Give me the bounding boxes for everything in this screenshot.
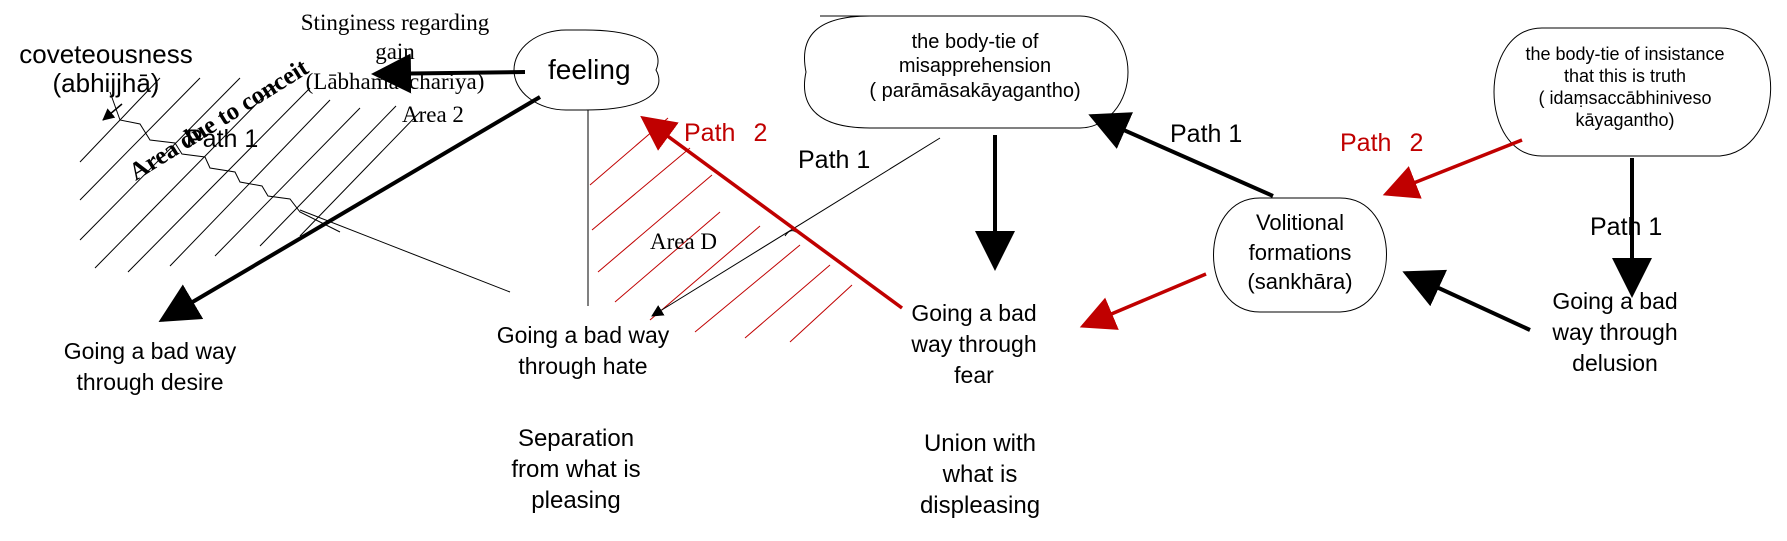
covetousness-label: coveteousness (abhijjhā) — [16, 40, 196, 97]
union-line-2: what is — [942, 461, 1018, 489]
right-path-1-label: Path 1 — [1170, 120, 1243, 148]
arrow-to-covetousness — [102, 103, 123, 121]
conceit-boundary-line — [299, 209, 511, 293]
arrow-fear-to-feeling — [640, 115, 904, 310]
arrow-delusion-to-volitional — [1402, 269, 1531, 332]
delusion-line-2: way through — [1552, 319, 1678, 346]
delusion-path-1-label: Path 1 — [1590, 213, 1663, 241]
area-d-notch — [784, 230, 797, 237]
insistance-line-4: kāyagantho) — [1575, 109, 1675, 130]
hate-line-1: Going a bad way — [496, 322, 670, 348]
volitional-line-2: formations — [1248, 239, 1352, 265]
stinginess-line-3: (Lābhamacchariya) — [305, 68, 485, 94]
misapprehension-node — [804, 15, 1129, 129]
fear-line-3: fear — [954, 362, 994, 389]
insistance-line-3: ( idaṃsaccābhiniveso — [1538, 87, 1712, 108]
insistance-node-text: the body-tie of insistance that this is … — [1500, 44, 1750, 132]
delusion-line-3: delusion — [1572, 350, 1658, 377]
area-d-label: Area D — [650, 229, 718, 254]
union-line-1: Union with — [923, 430, 1037, 457]
path-2-number-right: 2 — [1409, 129, 1424, 157]
path-2-volitional-label: Path 2 — [1340, 128, 1423, 159]
insistance-line-2: that this is truth — [1563, 65, 1687, 86]
separation-line-1: Separation — [517, 425, 635, 452]
arrow-insistance-to-volitional — [1382, 138, 1523, 199]
hate-line-2: through hate — [518, 352, 648, 379]
feeling-node — [513, 29, 660, 111]
misapprehension-line-1: the body-tie of — [911, 31, 1039, 53]
stinginess-line-1: Stinginess regarding — [300, 10, 490, 35]
insistance-node — [1493, 27, 1772, 157]
fear-label: Going a bad way through fear — [884, 298, 1064, 391]
path-2-word: Path — [684, 119, 736, 147]
fear-line-1: Going a bad — [911, 300, 1037, 326]
union-label: Union with what is displeasing — [888, 428, 1072, 522]
path-2-word-right: Path — [1340, 129, 1392, 157]
stinginess-line-2: gain — [375, 39, 415, 65]
desire-line-1: Going a bad way — [63, 338, 237, 364]
misapprehension-line-2: misapprehension — [898, 55, 1052, 78]
middle-path-1-label: Path 1 — [798, 146, 871, 174]
covetousness-line-1: coveteousness — [19, 39, 193, 69]
misapprehension-node-text: the body-tie of misapprehension ( parāmā… — [840, 30, 1110, 103]
volitional-node-text: Volitional formations (sankhāra) — [1225, 208, 1375, 297]
path1-hate-arrow — [651, 137, 941, 317]
arrow-volitional-to-fear — [1079, 272, 1207, 330]
delusion-line-1: Going a bad — [1552, 288, 1678, 314]
conceit-area-boundary — [109, 91, 341, 233]
separation-line-3: pleasing — [531, 487, 621, 515]
conceit-area-hatching — [79, 77, 421, 273]
separation-label: Separation from what is pleasing — [484, 423, 668, 517]
misapprehension-line-3: ( parāmāsakāyagantho) — [869, 79, 1081, 102]
arrow-volitional-to-misapprehension — [1088, 112, 1274, 198]
insistance-line-1: the body-tie of insistance — [1525, 44, 1725, 64]
volitional-line-1: Volitional — [1255, 210, 1345, 235]
hate-label: Going a bad way through hate — [478, 320, 688, 381]
volitional-node — [1213, 197, 1387, 313]
area-2-label: Area 2 — [402, 102, 464, 127]
path-2-number: 2 — [753, 119, 768, 147]
stinginess-label: Stinginess regarding gain (Lābhamacchari… — [290, 8, 500, 96]
desire-label: Going a bad way through desire — [40, 336, 260, 397]
separation-line-2: from what is — [511, 456, 641, 484]
path-2-feeling-label: Path 2 — [684, 118, 767, 149]
union-line-3: displeasing — [919, 492, 1041, 520]
feeling-node-label: feeling — [548, 54, 631, 85]
volitional-line-3: (sankhāra) — [1247, 269, 1353, 295]
left-path-1-label: Path 1 — [186, 125, 259, 153]
fear-line-2: way through — [911, 331, 1037, 358]
arrow-feeling-to-desire — [158, 95, 542, 323]
arrow-feeling-to-stinginess — [371, 53, 526, 94]
delusion-label: Going a bad way through delusion — [1530, 286, 1700, 379]
covetousness-line-2: (abhijjhā) — [52, 67, 160, 98]
desire-line-2: through desire — [76, 368, 224, 395]
area-d-hatching — [589, 117, 853, 343]
